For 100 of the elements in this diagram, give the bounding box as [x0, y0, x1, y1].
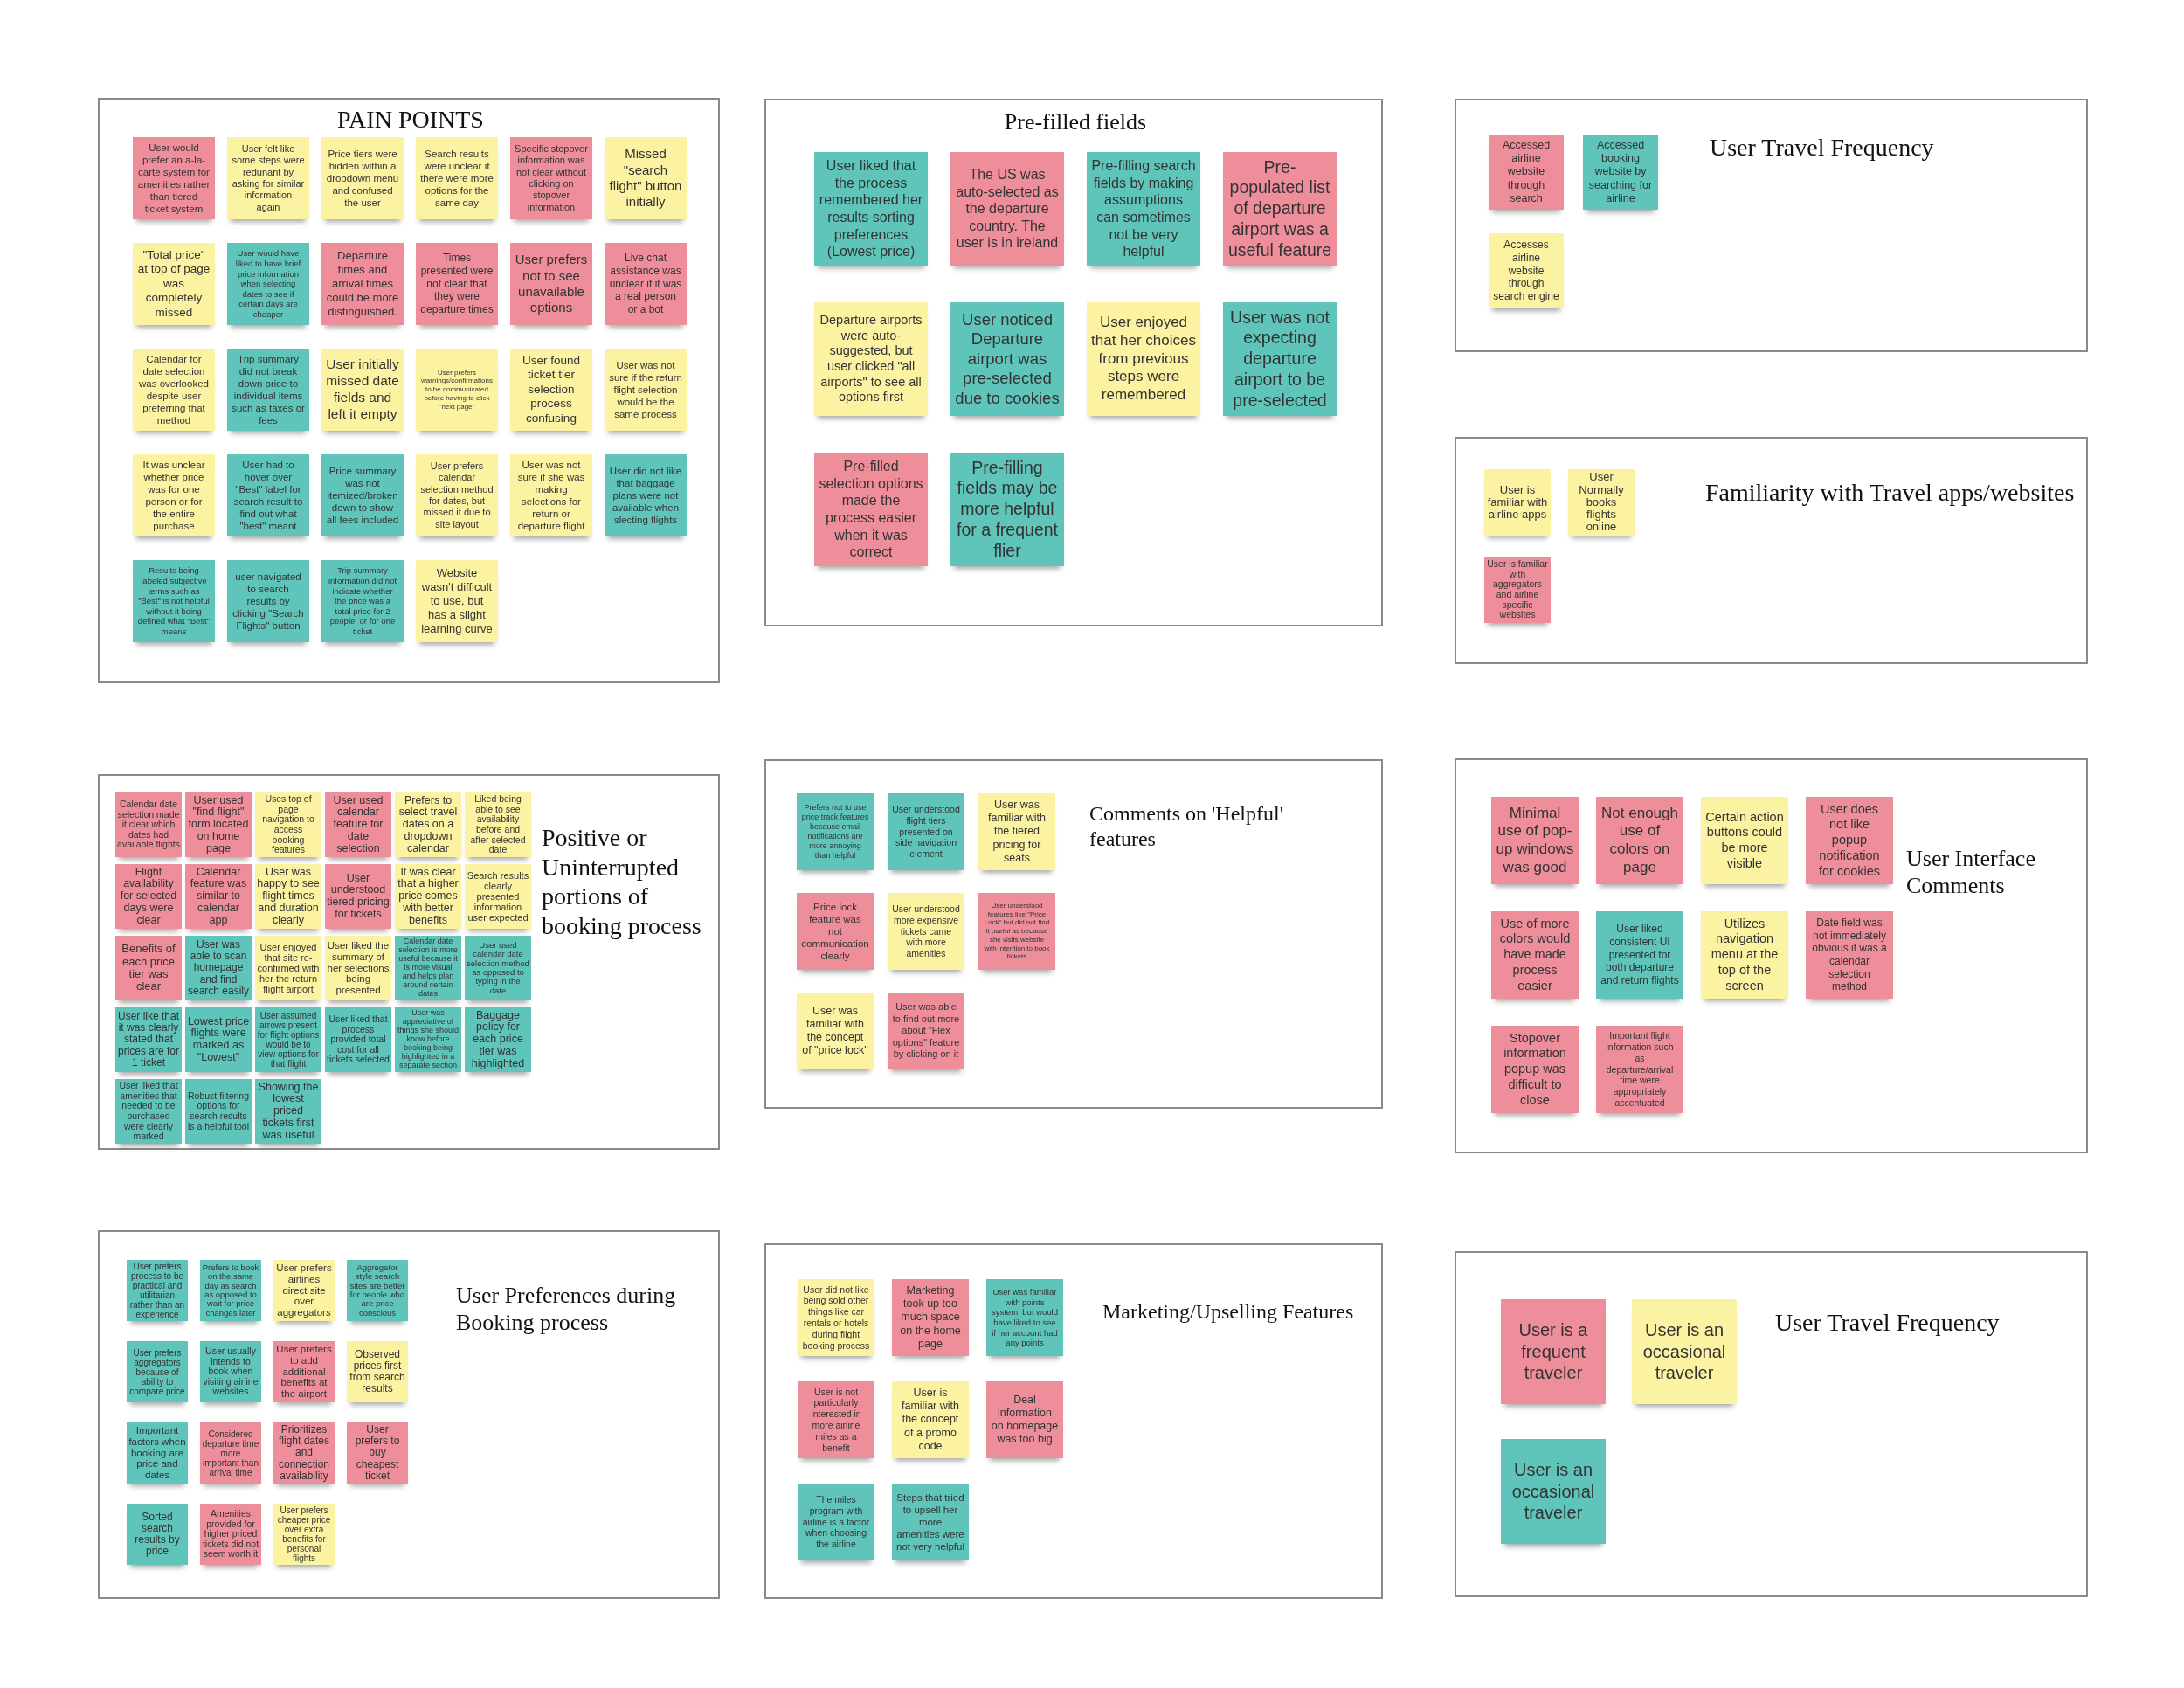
- sticky-note: Search results clearly presented information user expected: [465, 864, 531, 929]
- board-panel: [1455, 758, 2088, 1153]
- sticky-note: Deal information on homepage was too big: [986, 1381, 1063, 1458]
- sticky-note: The miles program with airline is a factor when choosing the airline: [798, 1484, 874, 1560]
- sticky-note: User like that it was clearly stated that prices are for 1 ticket: [115, 1007, 182, 1072]
- sticky-note: User understood features like "Price Lock" but did not find it useful as because she visits website with intention to book tickets: [978, 893, 1055, 970]
- board-panel: [1455, 99, 2088, 352]
- sticky-note: Missed "search flight" button initially: [605, 137, 687, 219]
- sticky-note: User prefers airlines direct site over aggregators: [273, 1260, 335, 1321]
- sticky-note: Marketing took up too much space on the home page: [892, 1279, 969, 1356]
- sticky-note: "Total price" at top of page was completely missed: [133, 243, 215, 325]
- sticky-note: The US was auto-selected as the departure country. The user is in ireland: [950, 152, 1064, 266]
- board-panel: [98, 98, 720, 683]
- panel-title: Comments on 'Helpful' features: [1089, 801, 1284, 852]
- sticky-note: Benefits of each price tier was clear: [115, 936, 182, 1000]
- sticky-note: Pre-filled selection options made the process easier when it was correct: [814, 453, 928, 566]
- sticky-note: User prefers calendar selection method for dates, but missed it due to site layout: [416, 454, 498, 536]
- sticky-note: User used calendar date selection method as opposed to typing in the date: [465, 936, 531, 1000]
- sticky-note: User used calendar feature for date selection: [325, 792, 391, 857]
- sticky-note: Sorted search results by price: [127, 1504, 188, 1565]
- panel-title: PAIN POINTS: [336, 105, 485, 135]
- sticky-note: It was clear that a higher price comes with better benefits: [395, 864, 461, 929]
- sticky-note: User prefers to add additional benefits at the airport: [273, 1341, 335, 1402]
- panel-title: Familiarity with Travel apps/websites: [1705, 478, 2076, 508]
- sticky-note: User noticed Departure airport was pre-selected due to cookies: [950, 302, 1064, 416]
- sticky-note: User enjoyed that site re-confirmed with her the return flight airport: [255, 936, 321, 1000]
- sticky-note: Showing the lowest priced tickets first was useful: [255, 1079, 321, 1144]
- sticky-note: Robust filtering options for search results is a helpful tool: [185, 1079, 252, 1144]
- sticky-note: Use of more colors would have made process easier: [1491, 911, 1579, 999]
- sticky-note: Utilizes navigation menu at the top of the screen: [1701, 911, 1788, 999]
- sticky-note: User was familiar with the tiered pricing for seats: [978, 793, 1055, 870]
- sticky-note: User was appreciative of things she should know before booking being highlighted in a separate section: [395, 1007, 461, 1072]
- sticky-note: User did not like being sold other things like car rentals or hotels during flight booking process: [798, 1279, 874, 1356]
- sticky-note: User understood tiered pricing for tickets: [325, 864, 391, 929]
- sticky-note: User liked that the process remembered her results sorting preferences (Lowest price): [814, 152, 928, 266]
- sticky-note: Pre-filling fields may be more helpful for a frequent flier: [950, 453, 1064, 566]
- sticky-note: User prefers not to see unavailable options: [510, 243, 592, 325]
- sticky-note: Calendar feature was similar to calendar app: [185, 864, 252, 929]
- sticky-note: User prefers aggregators because of ability to compare price: [127, 1341, 188, 1402]
- sticky-note: Lowest price flights were marked as "Lowest": [185, 1007, 252, 1072]
- sticky-note: Aggregator style search sites are better for people who are price conscious: [347, 1260, 408, 1321]
- sticky-note: Minimal use of pop-up windows was good: [1491, 797, 1579, 884]
- panel-title: User Preferences during Booking process: [456, 1282, 677, 1337]
- sticky-note: User prefers cheaper price over extra benefits for personal flights: [273, 1504, 335, 1565]
- sticky-note: Departure times and arrival times could be more distinguished.: [321, 243, 404, 325]
- sticky-note: Pre-populated list of departure airport was a useful feature: [1223, 152, 1337, 266]
- sticky-note: User was familiar with points system, but would have liked to see if her account had any points: [986, 1279, 1063, 1356]
- sticky-note: User was not sure if she was making selections for return or departure flight: [510, 454, 592, 536]
- panel-title: Pre-filled fields: [1003, 108, 1148, 136]
- sticky-note: Important factors when booking are price and dates: [127, 1422, 188, 1484]
- sticky-note: User enjoyed that her choices from previous steps were remembered: [1087, 302, 1200, 416]
- sticky-note: User is not particularly interested in more airline miles as a benefit: [798, 1381, 874, 1458]
- panel-title: User Travel Frequency: [1775, 1308, 2001, 1338]
- board-panel: [1455, 437, 2088, 664]
- sticky-note: User was not sure if the return flight selection would be the same process: [605, 349, 687, 431]
- sticky-note: user navigated to search results by clicking "Search Flights" button: [227, 560, 309, 642]
- sticky-note: User prefers warnings/confirmations to be communicated before having to click "next page": [416, 349, 498, 431]
- sticky-note: Price summary was not itemized/broken down to show all fees included: [321, 454, 404, 536]
- board-panel: [764, 99, 1383, 626]
- sticky-note: Times presented were not clear that they were departure times: [416, 243, 498, 325]
- sticky-note: User does not like popup notification for cookies: [1806, 797, 1893, 884]
- sticky-note: Baggage policy for each price tier was highlighted: [465, 1007, 531, 1072]
- sticky-note: User would have liked to have brief price information when selecting dates to see if certain days are cheaper: [227, 243, 309, 325]
- sticky-note: User is familiar with aggregators and airline specific websites: [1484, 557, 1551, 623]
- sticky-note: Calendar for date selection was overlooked despite user preferring that method: [133, 349, 215, 431]
- sticky-note: Date field was not immediately obvious it was a calendar selection method: [1806, 911, 1893, 999]
- sticky-note: User is an occasional traveler: [1501, 1439, 1606, 1544]
- sticky-note: User prefers to buy cheapest ticket: [347, 1422, 408, 1484]
- sticky-note: User prefers process to be practical and utilitarian rather than an experience: [127, 1260, 188, 1321]
- sticky-note: Prefers to select travel dates on a dropdown calendar: [395, 792, 461, 857]
- sticky-note: Price tiers were hidden within a dropdown menu and confused the user: [321, 137, 404, 219]
- sticky-note: Live chat assistance was unclear if it was a real person or a bot: [605, 243, 687, 325]
- board-panel: [98, 1230, 720, 1599]
- sticky-note: Specific stopover information was not clear without clicking on stopover information: [510, 137, 592, 219]
- sticky-note: User liked the summary of her selections being presented: [325, 936, 391, 1000]
- sticky-note: User felt like some steps were redunant by asking for similar information again: [227, 137, 309, 219]
- sticky-note: User understood flight tiers presented on side navigation element: [888, 793, 964, 870]
- sticky-note: Prefers not to use price track features because email notifications are more annoying than helpful: [797, 793, 874, 870]
- sticky-note: User is familiar with airline apps: [1484, 469, 1551, 536]
- sticky-note: User was familiar with the concept of "price lock": [797, 993, 874, 1069]
- sticky-note: User found ticket tier selection process confusing: [510, 349, 592, 431]
- sticky-note: User liked that amenities that needed to be purchased were clearly marked: [115, 1079, 182, 1144]
- sticky-note: Uses top of page navigation to access booking features: [255, 792, 321, 857]
- sticky-note: Amenities provided for higher priced tickets did not seem worth it: [200, 1504, 261, 1565]
- sticky-note: Price lock feature was not communication clearly: [797, 893, 874, 970]
- sticky-note: User liked consistent UI presented for both departure and return flights: [1596, 911, 1683, 999]
- sticky-note: User initially missed date fields and left it empty: [321, 349, 404, 431]
- panel-title: Marketing/Upselling Features: [1102, 1299, 1355, 1325]
- sticky-note: User would prefer an a-la-carte system for amenities rather than tiered ticket system: [133, 137, 215, 219]
- sticky-note: User is an occasional traveler: [1632, 1299, 1737, 1404]
- sticky-note: User was able to scan homepage and find search easily: [185, 936, 252, 1000]
- sticky-note: Prioritizes flight dates and connection availability: [273, 1422, 335, 1484]
- sticky-note: Accesses airline website through search engine: [1489, 233, 1564, 308]
- sticky-note: Liked being able to see availability before and after selected date: [465, 792, 531, 857]
- sticky-note: Certain action buttons could be more visible: [1701, 797, 1788, 884]
- sticky-note: Trip summary information did not indicate whether the price was a total price for 2 people, or for one ticket: [321, 560, 404, 642]
- sticky-note: Considered departure time more important than arrival time: [200, 1422, 261, 1484]
- sticky-note: User is familiar with the concept of a promo code: [892, 1381, 969, 1458]
- sticky-note: User did not like that baggage plans were not available when slecting flights: [605, 454, 687, 536]
- sticky-note: It was unclear whether price was for one person or for the entire purchase: [133, 454, 215, 536]
